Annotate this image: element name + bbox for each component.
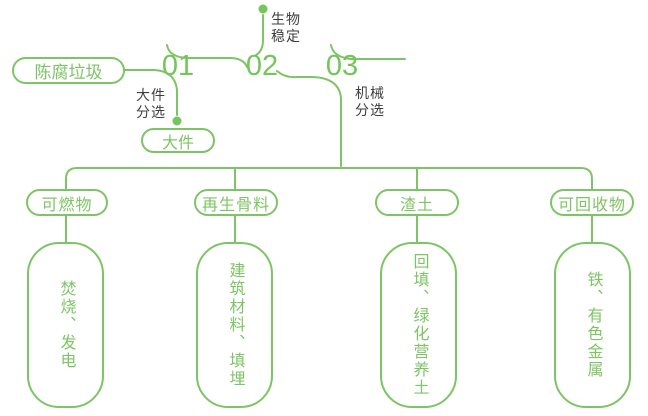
bulky-output-label: 大件 [161, 134, 194, 152]
branch-box-recyclables: 铁、有色金属 [554, 242, 631, 408]
branch-pill-recycled-aggregate: 再生骨料 [194, 189, 278, 216]
connector-02-to-03 [276, 70, 342, 167]
step-number-01: 01 [161, 49, 195, 82]
step-label-mechanical-sorting: 机械 分选 [355, 85, 385, 118]
step-label-bulky-sorting: 大件 分选 [136, 87, 166, 120]
branch-pill-recyclables: 可回收物 [550, 189, 634, 216]
connector-biostable-drop [255, 14, 264, 56]
branch-pill-slag-soil: 渣土 [375, 189, 459, 216]
connector-branch-bus [65, 167, 593, 190]
step-label-bio-stabilization: 生物 稳定 [271, 11, 301, 44]
branch-detail-text: 铁、有色金属 [584, 271, 602, 379]
bulky-output-node: 大件 [141, 128, 215, 153]
branch-box-recycled-aggregate: 建筑材料、填埋 [196, 242, 273, 408]
branch-pill-combustibles: 可燃物 [26, 189, 108, 216]
step-number-02: 02 [245, 49, 279, 82]
biostable-dot [258, 4, 268, 14]
source-label: 陈腐垃圾 [34, 63, 103, 82]
branch-detail-text: 焚烧、发电 [57, 280, 75, 370]
branch-box-combustibles: 焚烧、发电 [27, 242, 104, 408]
branch-box-slag-soil: 回填、绿化营养土 [380, 242, 457, 408]
connector-source-to-01 [124, 69, 178, 116]
connector-01-to-02 [166, 44, 248, 68]
step-number-03: 03 [325, 49, 359, 82]
bulky-dot [172, 116, 182, 126]
branch-detail-text: 回填、绿化营养土 [410, 253, 428, 397]
branch-detail-text: 建筑材料、填埋 [226, 262, 244, 388]
source-node: 陈腐垃圾 [12, 57, 125, 84]
connector-03-tail [330, 44, 406, 60]
